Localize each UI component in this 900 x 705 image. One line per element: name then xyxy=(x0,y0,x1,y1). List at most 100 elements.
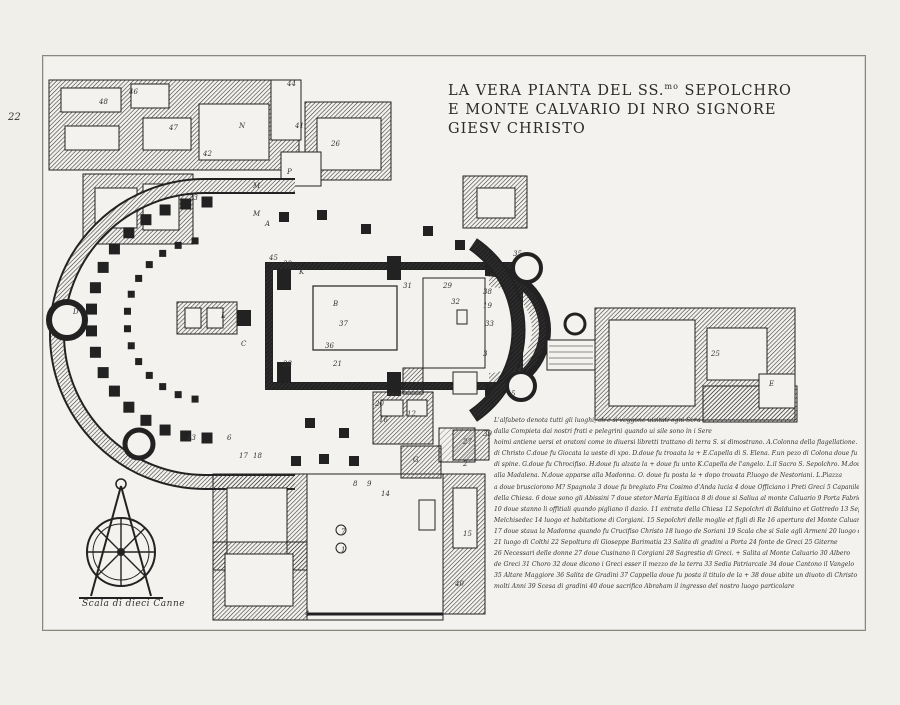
plan-title: LA VERA PIANTA DEL SS.mo SEPOLCHRO E MON… xyxy=(448,77,848,139)
pier xyxy=(123,307,131,315)
plan-label: L xyxy=(220,312,226,320)
plan-label: 1 xyxy=(341,546,345,554)
pier xyxy=(191,395,199,403)
north-west-convent xyxy=(48,79,302,171)
pier xyxy=(97,367,109,379)
plan-label: E xyxy=(768,380,774,388)
pier xyxy=(180,430,192,442)
pier xyxy=(123,227,135,239)
plan-label: 47 xyxy=(168,124,178,132)
title-line-2: E MONTE CALVARIO DI NRO SIGNORE xyxy=(448,101,777,118)
plan-label: 18 xyxy=(253,452,262,460)
plan-label: 19 xyxy=(483,302,492,310)
plan-label: 32 xyxy=(451,298,460,306)
pier xyxy=(201,196,213,208)
legend-line: 17 doue staua la Madonna quando fu Cruci… xyxy=(494,527,859,535)
plan-label: 12 xyxy=(407,410,416,418)
plan-label: 28 xyxy=(282,360,292,368)
plan-label: M xyxy=(252,210,261,218)
plan-label: 33 xyxy=(485,320,494,328)
rotunda-piers xyxy=(85,196,213,444)
plan-label: 17 xyxy=(239,452,248,460)
plan-label: C xyxy=(241,340,247,348)
pier xyxy=(127,342,135,350)
pier xyxy=(159,204,171,216)
plan-label: 5 xyxy=(511,390,516,398)
pier xyxy=(159,383,167,391)
plan-label: B xyxy=(332,300,338,308)
plan-label: 29 xyxy=(442,282,452,290)
plan-label: 27 xyxy=(462,438,472,446)
plan-label: 45 xyxy=(268,254,278,262)
pier xyxy=(89,346,101,358)
parvis-courtyard xyxy=(212,429,490,621)
legend-line: hoimi antiene uersi et oratoni come in d… xyxy=(494,439,859,447)
plan-label: 26 xyxy=(330,140,340,148)
plan-label: 24 xyxy=(512,366,522,374)
pier xyxy=(135,358,143,366)
plan-label: 21 xyxy=(332,360,342,368)
plan-label: 35 xyxy=(513,250,522,258)
pier xyxy=(97,261,109,273)
holy-sepulchre-edicule xyxy=(176,301,251,335)
plan-label: 36 xyxy=(325,342,334,350)
plan-label: 44 xyxy=(286,80,296,88)
pier xyxy=(201,432,213,444)
north-east-rooms xyxy=(462,175,528,229)
pier xyxy=(89,282,101,294)
legend-line: 26 Necessari delle donne 27 doue Cusinan… xyxy=(494,550,851,558)
pier xyxy=(174,241,182,249)
plan-label: 4 xyxy=(304,610,309,618)
plan-label: 41 xyxy=(294,122,304,130)
plan-label: K xyxy=(298,268,305,276)
plan-label: 38 xyxy=(483,288,492,296)
plan-label: 15 xyxy=(463,530,472,538)
title-line-1: LA VERA PIANTA DEL SS.mo SEPOLCHRO xyxy=(448,82,792,99)
scattered-piers xyxy=(279,210,465,466)
legend-line: Melchisedec 14 luogo et habitatione di C… xyxy=(494,516,859,524)
plan-label: 46 xyxy=(128,88,138,96)
plan-label: 23 xyxy=(188,194,198,202)
pier xyxy=(85,325,97,337)
title-line-3: GIESV CHRISTO xyxy=(448,120,586,137)
plan-label: P xyxy=(286,168,292,176)
plan-label: 40 xyxy=(454,580,464,588)
pier xyxy=(140,214,152,226)
plan-label: A xyxy=(264,220,270,228)
legend-line: 21 luogo di Colthi 22 Sepoltura di Giose… xyxy=(494,539,838,547)
plan-label: 9 xyxy=(367,480,372,488)
pier xyxy=(123,325,131,333)
plan-label: 14 xyxy=(381,490,390,498)
pier xyxy=(191,237,199,245)
legend-line: L'alfabeto denota tutti gli luoghi, ch'è… xyxy=(494,417,701,424)
plan-label: N xyxy=(238,122,246,130)
legend-line: 35 Altare Maggiore 36 Salita de Gradini … xyxy=(494,572,858,580)
pier xyxy=(108,385,120,397)
plan-label: 13 xyxy=(187,434,196,442)
plan-label: 16 xyxy=(379,416,388,424)
plan-label: 39 xyxy=(483,430,492,438)
pier xyxy=(159,249,167,257)
pier xyxy=(85,303,97,315)
plan-label: 37 xyxy=(339,320,348,328)
north-annex xyxy=(280,101,392,187)
ambulatory xyxy=(468,238,587,422)
legend-line: di Christo C.doue fu Giocata la ueste di… xyxy=(494,450,859,458)
plan-label: 3 xyxy=(483,350,488,358)
compass-instrument xyxy=(79,478,163,599)
plan-label: 48 xyxy=(98,98,108,106)
legend-line: alla Madalena. N.doue apparse alla Madon… xyxy=(494,472,843,480)
pier xyxy=(140,414,152,426)
legend-line: molti Anni 39 Scesa di gradini 40 doue s… xyxy=(494,583,795,591)
plan-label: 7 xyxy=(341,528,346,536)
pier xyxy=(159,424,171,436)
chapel-saint-helena xyxy=(546,307,798,423)
legend-line: a doue brusciorono M? Spagnola 3 doue fu… xyxy=(494,483,859,491)
pier xyxy=(123,401,135,413)
plan-label: 25 xyxy=(710,350,720,358)
plan-label: M xyxy=(252,182,261,190)
plan-label: 6 xyxy=(227,434,232,442)
